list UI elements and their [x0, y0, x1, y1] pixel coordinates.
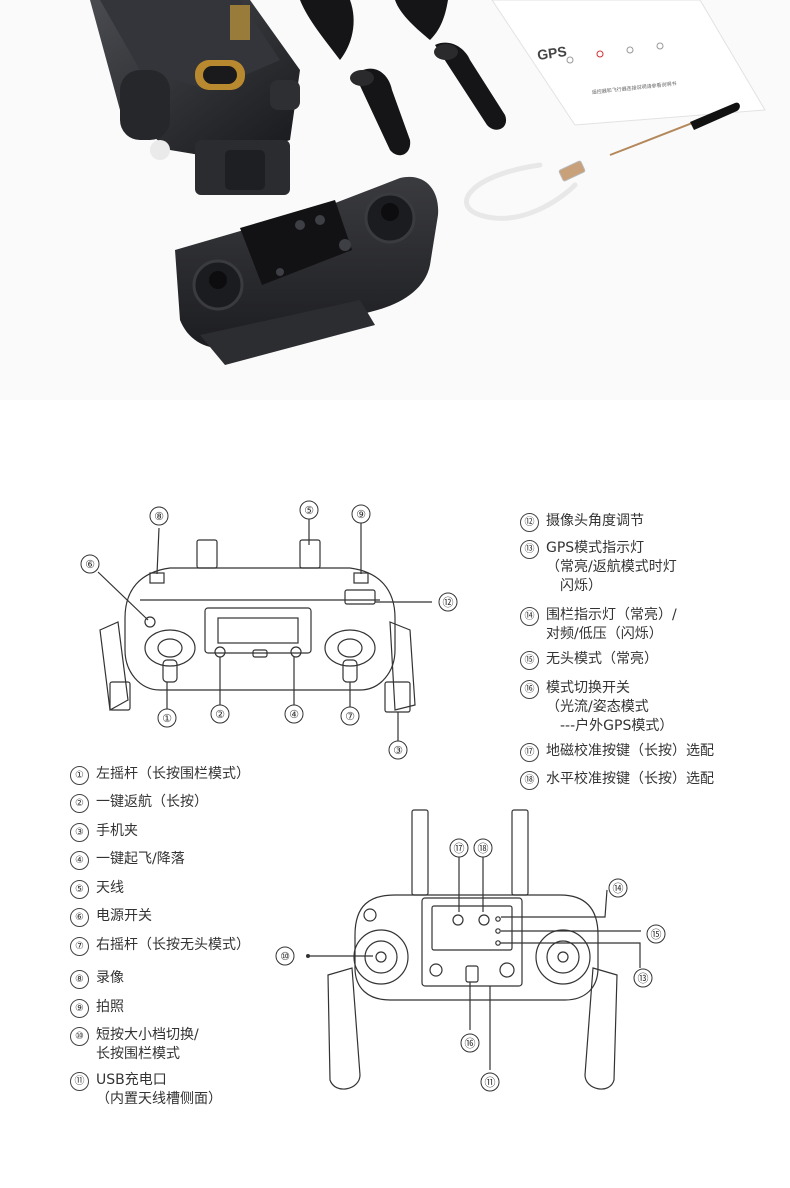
callout-14-text-1: 围栏指示灯（常亮）/: [546, 607, 677, 623]
callout-14-text-2: 对频/低压（闪烁）: [546, 626, 663, 642]
marker-17: ⑰: [449, 838, 469, 858]
callout-2-text: 一键返航（长按）: [96, 794, 208, 810]
marker-7: ⑦: [340, 706, 360, 726]
drone-body: [90, 0, 300, 195]
propellers: [300, 0, 507, 156]
callout-2: ② 一键返航（长按）: [70, 793, 208, 813]
marker-10: ⑩: [275, 946, 295, 966]
marker-3: ③: [388, 740, 408, 760]
svg-text:⑥: ⑥: [85, 558, 95, 571]
callout-6-text: 电源开关: [96, 908, 152, 924]
manual-brand: GPS: [536, 43, 568, 63]
svg-text:⑯: ⑯: [465, 1037, 476, 1050]
callout-17: ⑰ 地磁校准按键（长按）选配: [520, 742, 714, 762]
svg-text:⑤: ⑤: [304, 504, 314, 517]
marker-8: ⑧: [149, 506, 169, 526]
callout-3: ③ 手机夹: [70, 822, 138, 842]
marker-18: ⑱: [473, 838, 493, 858]
manual-card: GPS 遥控器和飞行器连接说明请参看说明书: [491, 0, 766, 126]
callout-6: ⑥ 电源开关: [70, 907, 152, 927]
svg-text:⑬: ⑬: [638, 972, 649, 985]
marker-14: ⑭: [608, 878, 628, 898]
callout-8: ⑧ 录像: [70, 969, 124, 989]
callout-9-text: 拍照: [96, 999, 124, 1015]
callout-13-text-1: GPS模式指示灯: [546, 540, 645, 556]
callout-18-text: 水平校准按键（长按）选配: [546, 771, 714, 787]
svg-text:⑮: ⑮: [651, 928, 662, 941]
svg-text:②: ②: [215, 708, 225, 721]
diagram-markers: ① ② ③ ④ ⑤ ⑥ ⑦ ⑧ ⑨ ⑩ ⑪ ⑫ ⑬ ⑭ ⑮ ⑯ ⑰ ⑱: [80, 500, 666, 1092]
callout-9: ⑨ 拍照: [70, 998, 124, 1018]
callout-11: ⑪ USB充电口 （内置天线槽侧面）: [70, 1071, 222, 1109]
svg-text:①: ①: [162, 712, 172, 725]
callout-11-text-1: USB充电口: [96, 1072, 167, 1088]
marker-4: ④: [284, 704, 304, 724]
callout-1-text: 左摇杆（长按围栏模式）: [96, 766, 250, 782]
callout-4: ④ 一键起飞/降落: [70, 850, 185, 870]
callout-10: ⑩ 短按大小档切换/ 长按围栏模式: [70, 1026, 199, 1064]
callout-10-text-2: 长按围栏模式: [96, 1046, 180, 1062]
back-view-controller: [327, 809, 618, 1090]
callout-15: ⑮ 无头模式（常亮）: [520, 650, 658, 670]
callout-7: ⑦ 右摇杆（长按无头模式）: [70, 936, 250, 956]
callout-5-text: 天线: [96, 880, 124, 896]
callout-17-text: 地磁校准按键（长按）选配: [546, 743, 714, 759]
marker-11: ⑪: [480, 1072, 500, 1092]
front-view-controller: [99, 539, 416, 713]
callout-13-text-3: 闪烁）: [560, 578, 602, 594]
callout-4-text: 一键起飞/降落: [96, 851, 185, 867]
callout-12-text: 摄像头角度调节: [546, 513, 644, 529]
marker-12: ⑫: [438, 592, 458, 612]
callout-16: ⑯ 模式切换开关 （光流/姿态模式 ---户外GPS模式）: [520, 679, 673, 736]
callout-16-text-1: 模式切换开关: [546, 680, 630, 696]
svg-text:⑧: ⑧: [154, 510, 164, 523]
svg-text:⑪: ⑪: [485, 1076, 496, 1089]
marker-6: ⑥: [80, 554, 100, 574]
svg-text:⑩: ⑩: [280, 950, 290, 963]
marker-5: ⑤: [299, 500, 319, 520]
svg-text:⑨: ⑨: [356, 508, 366, 521]
callout-16-text-3: ---户外GPS模式）: [560, 718, 674, 734]
callout-18: ⑱ 水平校准按键（长按）选配: [520, 770, 714, 790]
screwdriver: [609, 102, 740, 156]
callout-7-text: 右摇杆（长按无头模式）: [96, 937, 250, 953]
callout-13-text-2: （常亮/返航模式时灯: [546, 559, 677, 575]
callout-5: ⑤ 天线: [70, 879, 124, 899]
usb-cable: [464, 160, 586, 221]
product-illustration: GPS 遥控器和飞行器连接说明请参看说明书: [90, 0, 766, 365]
callout-15-text: 无头模式（常亮）: [546, 651, 658, 667]
product-photo: GPS 遥控器和飞行器连接说明请参看说明书: [0, 0, 790, 400]
svg-text:③: ③: [393, 744, 403, 757]
marker-16: ⑯: [460, 1033, 480, 1053]
marker-15: ⑮: [646, 924, 666, 944]
callout-16-text-2: （光流/姿态模式: [546, 699, 649, 715]
svg-text:⑦: ⑦: [345, 710, 355, 723]
marker-9: ⑨: [351, 504, 371, 524]
marker-2: ②: [210, 704, 230, 724]
leader-dot: [306, 954, 310, 958]
callout-3-text: 手机夹: [96, 823, 138, 839]
svg-text:④: ④: [289, 708, 299, 721]
callout-12: ⑫ 摄像头角度调节: [520, 512, 644, 532]
svg-text:⑫: ⑫: [443, 596, 454, 609]
callout-11-text-2: （内置天线槽侧面）: [96, 1091, 222, 1107]
remote-controller: [175, 176, 439, 365]
svg-text:⑰: ⑰: [454, 842, 465, 855]
marker-13: ⑬: [633, 968, 653, 988]
callout-13: ⑬ GPS模式指示灯 （常亮/返航模式时灯 闪烁）: [520, 539, 677, 596]
marker-1: ①: [157, 708, 177, 728]
svg-text:⑱: ⑱: [478, 842, 489, 855]
callout-10-text-1: 短按大小档切换/: [96, 1027, 199, 1043]
callout-14: ⑭ 围栏指示灯（常亮）/ 对频/低压（闪烁）: [520, 606, 677, 644]
svg-text:⑭: ⑭: [613, 882, 624, 895]
callout-8-text: 录像: [96, 970, 124, 986]
callout-1: ① 左摇杆（长按围栏模式）: [70, 765, 250, 785]
